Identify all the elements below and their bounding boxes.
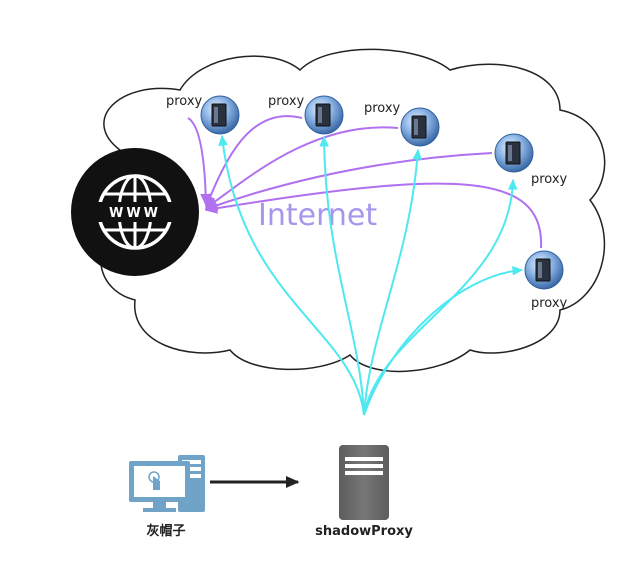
outbound-arrow-3 — [363, 148, 423, 416]
www-globe-icon: WWW — [71, 148, 199, 276]
server-label: shadowProxy — [315, 524, 413, 539]
outbound-arrow-4 — [363, 178, 518, 416]
www-text: WWW — [109, 206, 161, 221]
proxy-label: proxy — [531, 296, 568, 311]
proxy-server-globe-icon — [494, 133, 534, 173]
proxy-server-globe-icon — [200, 95, 240, 135]
outbound-arrows — [218, 134, 524, 416]
return-arrow-3 — [204, 126, 399, 209]
return-arrow-2 — [205, 115, 303, 209]
outbound-arrow-1 — [218, 134, 365, 416]
outbound-arrow-2 — [319, 135, 365, 416]
proxy-node: proxy — [524, 250, 568, 311]
server-icon — [339, 445, 389, 520]
proxy-label: proxy — [531, 172, 568, 187]
desktop-computer-icon — [129, 455, 205, 512]
return-arrow-4 — [204, 152, 493, 211]
return-arrows — [187, 115, 543, 249]
return-arrow-5 — [204, 182, 543, 249]
proxy-node: proxy — [494, 133, 568, 187]
proxy-node: proxy — [364, 101, 440, 147]
proxy-label: proxy — [364, 101, 401, 116]
proxy-server-globe-icon — [304, 95, 344, 135]
proxy-node: proxy — [268, 94, 344, 135]
internet-label: Internet — [258, 198, 377, 233]
proxy-server-globe-icon — [524, 250, 564, 290]
proxy-label: proxy — [166, 94, 203, 109]
proxy-server-globe-icon — [400, 107, 440, 147]
proxy-node: proxy — [166, 94, 240, 135]
user-label: 灰帽子 — [146, 523, 185, 539]
return-arrow-1 — [187, 117, 212, 207]
outbound-arrow-5 — [363, 265, 524, 416]
proxy-label: proxy — [268, 94, 305, 109]
